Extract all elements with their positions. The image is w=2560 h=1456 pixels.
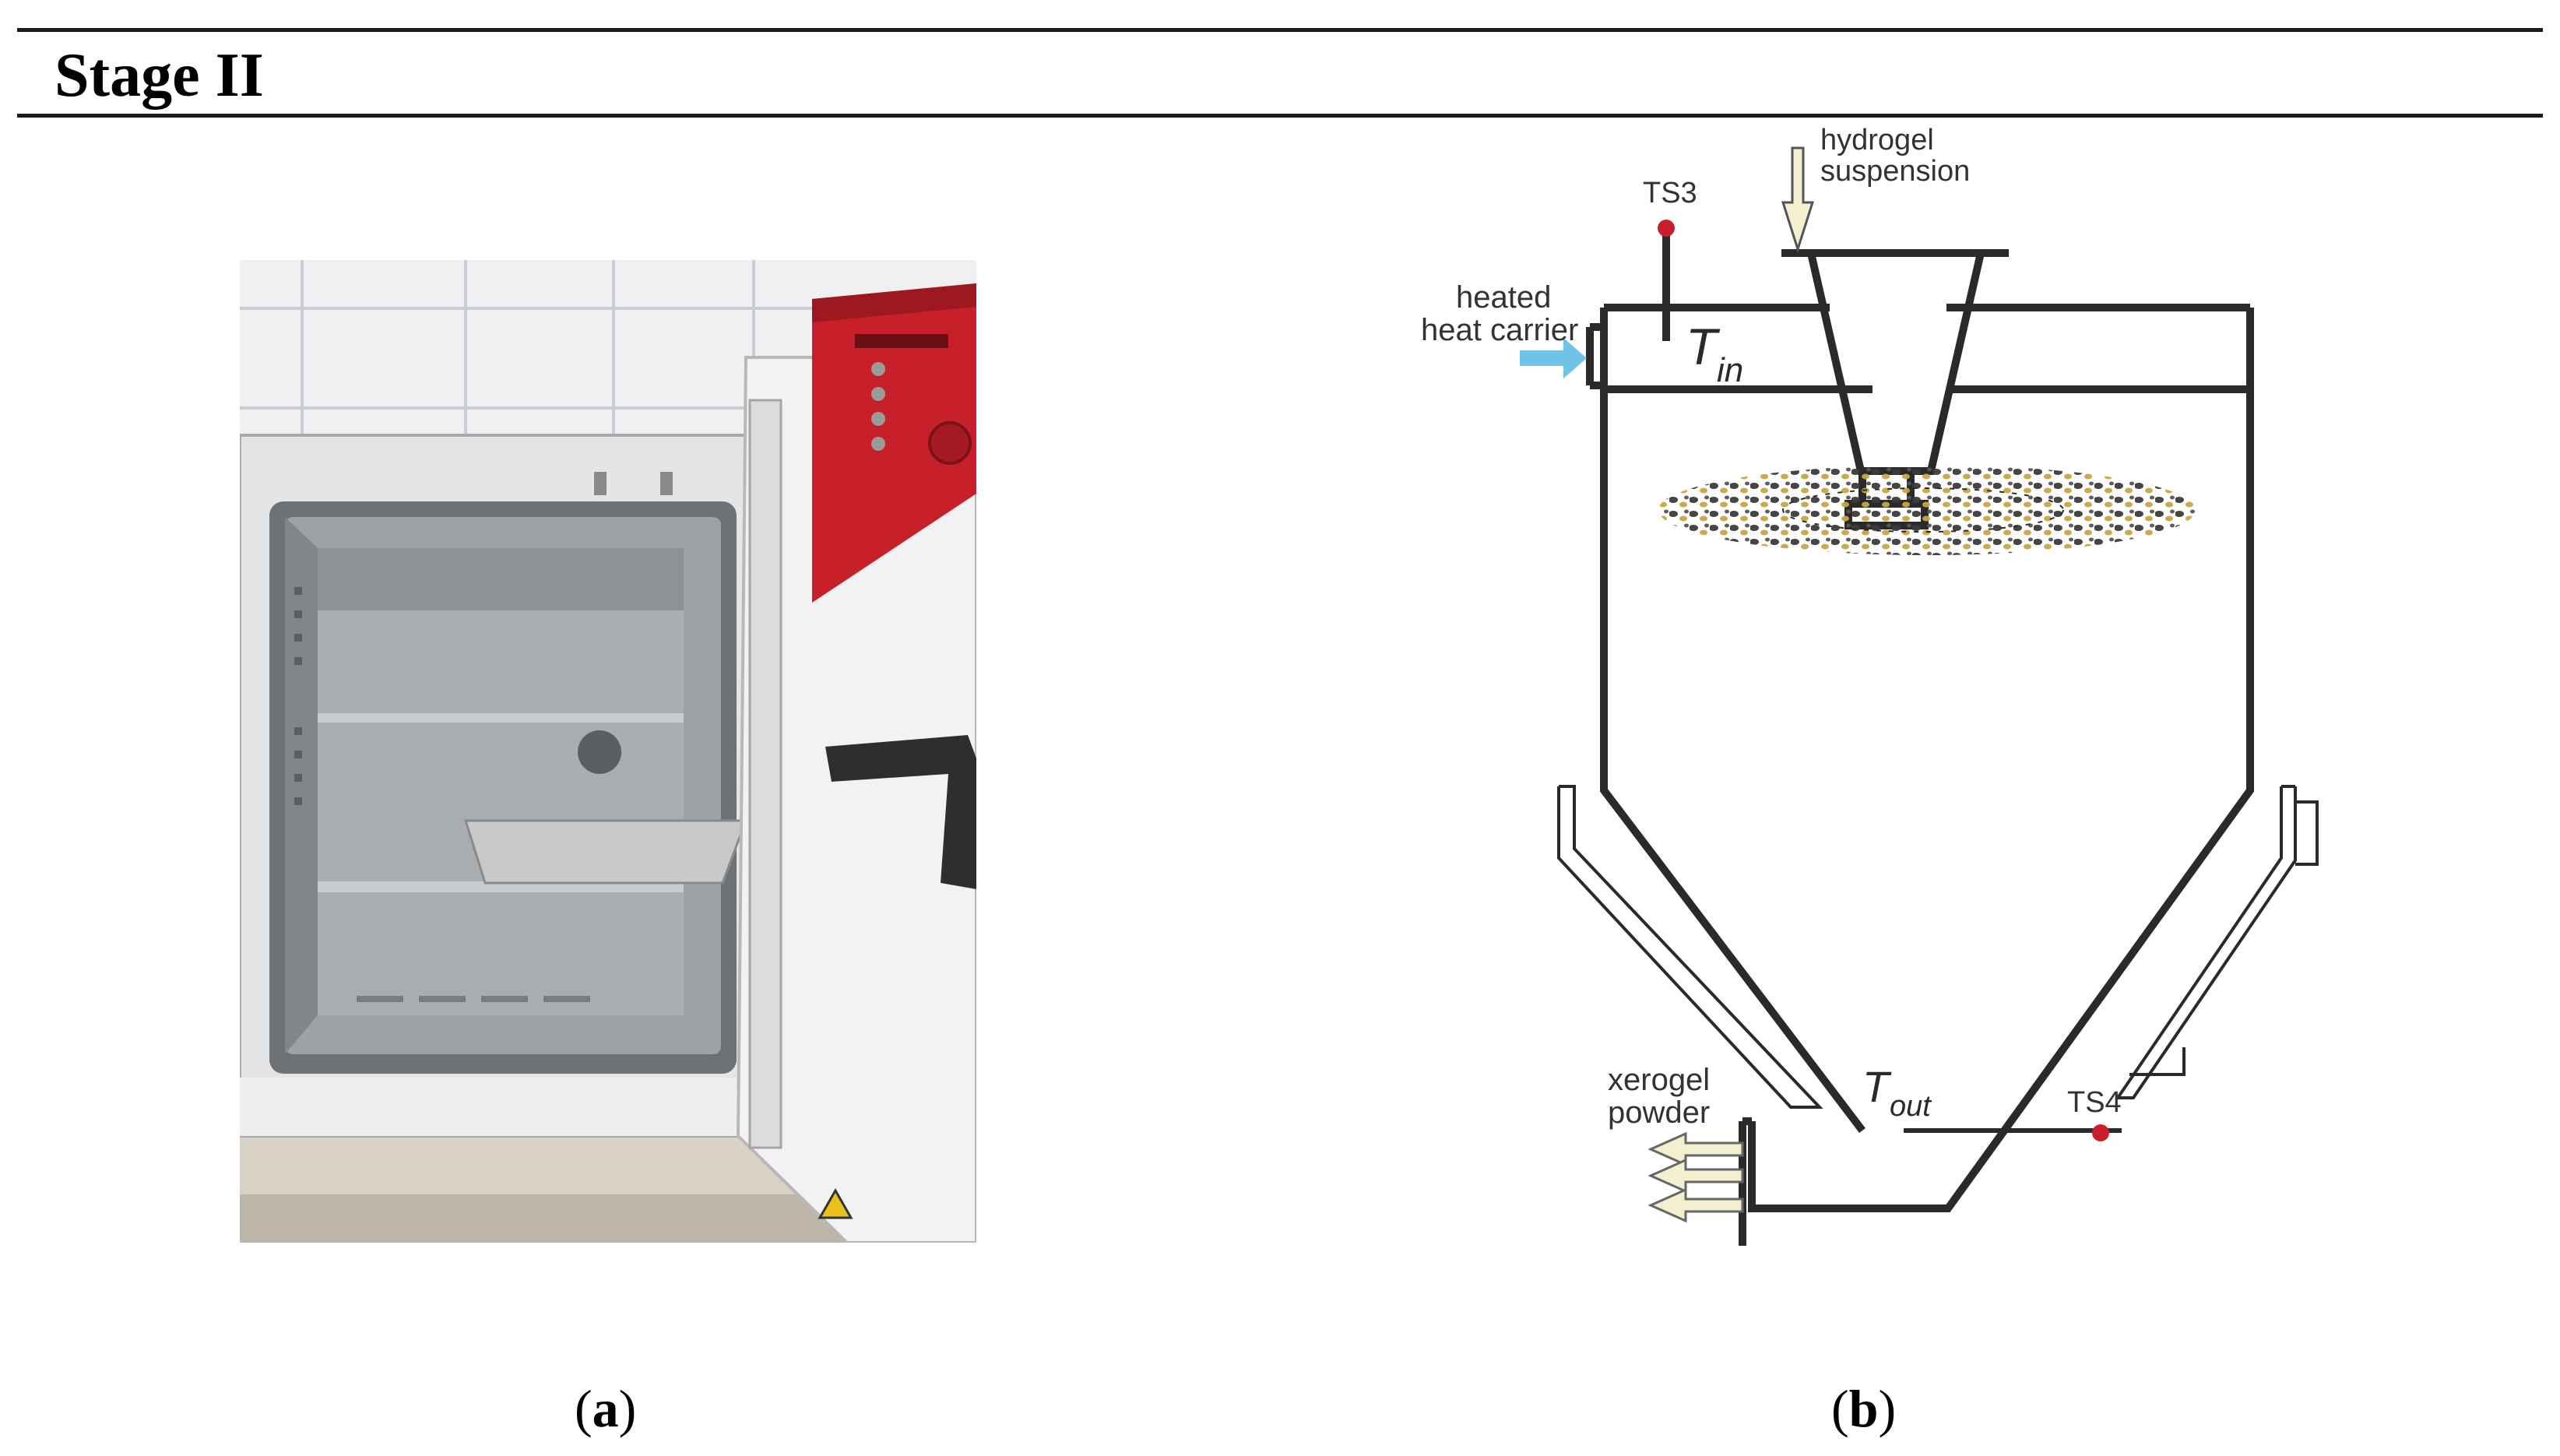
heat-carrier-arrow-icon (1520, 338, 1587, 378)
stage-title: Stage II (55, 41, 264, 110)
caption-a: (a) (575, 1379, 637, 1438)
ts4-sensor-dot (2092, 1124, 2109, 1141)
ts3-label: TS3 (1643, 177, 1697, 209)
ts3-sensor-dot (1658, 220, 1675, 237)
t-in-symbol: T (1686, 318, 1721, 375)
t-out-subscript: out (1890, 1090, 1932, 1123)
feed-arrow-icon (1781, 146, 1815, 253)
heated-label-1: heated (1456, 280, 1551, 315)
caption-b: (b) (1831, 1379, 1897, 1438)
hydrogel-label-1: hydrogel (1820, 124, 1934, 157)
powder-outlet-arrows-icon (1647, 1131, 1744, 1223)
header-rule (17, 114, 2543, 118)
heated-label-2: heat carrier (1421, 313, 1578, 347)
spray-droplets (1658, 465, 2196, 555)
spray-dryer-diagram: TS3 hydrogel suspension heated heat carr… (1421, 124, 2319, 1246)
ts4-label: TS4 (2067, 1086, 2122, 1119)
t-out-symbol: T (1862, 1062, 1892, 1111)
t-in-subscript: in (1717, 351, 1743, 389)
xerogel-label-2: powder (1608, 1096, 1710, 1130)
oven-photo (240, 260, 976, 1243)
hydrogel-label-2: suspension (1820, 155, 1970, 188)
top-rule (17, 28, 2543, 32)
xerogel-label-1: xerogel (1608, 1063, 1710, 1097)
